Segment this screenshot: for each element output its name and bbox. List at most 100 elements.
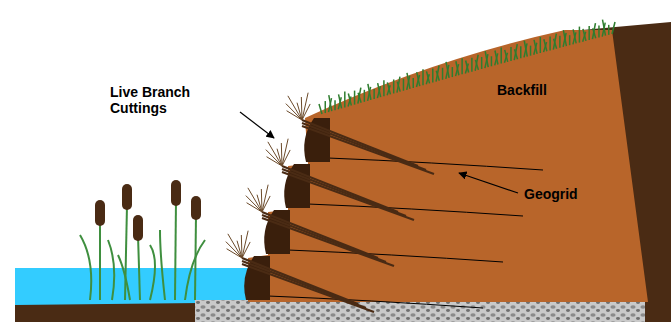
grass-blade xyxy=(495,51,498,65)
twig xyxy=(302,104,310,120)
branch-cutting xyxy=(282,166,398,212)
twig xyxy=(228,234,242,258)
branch-cutting xyxy=(242,258,358,304)
grass-blade xyxy=(592,23,595,39)
grass-blade xyxy=(500,48,502,64)
grass-blade xyxy=(524,41,527,57)
grass-blade xyxy=(583,29,586,41)
branch-cutting xyxy=(262,212,378,258)
grass-blade xyxy=(378,83,381,97)
backfill xyxy=(248,30,648,302)
grass-blade xyxy=(442,68,444,80)
leader-line xyxy=(240,112,274,138)
twig xyxy=(282,139,288,166)
grass-blade xyxy=(407,73,410,89)
branch-cutting xyxy=(282,169,406,216)
twig xyxy=(262,196,270,212)
twig xyxy=(288,96,302,120)
grass-blade xyxy=(510,47,512,61)
grass-blade xyxy=(354,91,356,105)
label: Backfill xyxy=(497,82,547,98)
grass-blade xyxy=(358,88,361,104)
grass-blade xyxy=(608,25,610,35)
gravel-base xyxy=(195,300,645,322)
grass-blade xyxy=(325,101,327,113)
grass-blade xyxy=(563,30,566,46)
grass-blade xyxy=(540,37,542,53)
grass-blade xyxy=(515,49,518,59)
grass-blade xyxy=(505,50,508,62)
twig xyxy=(261,189,263,212)
grass-blade xyxy=(514,44,517,60)
branch-cutting xyxy=(262,218,394,266)
grass-blade xyxy=(417,72,420,86)
grass-blade xyxy=(534,40,537,54)
grass-blade xyxy=(364,90,366,102)
grass-blade xyxy=(383,80,385,96)
leader-line xyxy=(459,173,518,193)
grass-blade xyxy=(598,25,600,37)
grass-blade xyxy=(387,82,390,94)
twig xyxy=(262,185,268,212)
grass-blade xyxy=(530,46,532,56)
grass-blade xyxy=(348,94,351,106)
grass-blade xyxy=(397,77,400,93)
twig xyxy=(282,150,290,166)
branch-cutting xyxy=(242,261,366,308)
twig xyxy=(302,93,308,120)
grass-blade xyxy=(559,36,561,48)
grass-blade xyxy=(544,39,547,51)
grass-blade xyxy=(485,51,488,67)
grass-blade xyxy=(554,39,557,49)
grass-blade xyxy=(412,78,414,88)
twig xyxy=(281,143,283,166)
grass-blade xyxy=(422,69,424,85)
grass-blade xyxy=(334,100,336,110)
twig xyxy=(268,142,282,166)
grass-blade xyxy=(344,91,346,107)
grass-blade xyxy=(373,89,375,99)
cattails xyxy=(80,180,205,300)
grass-blade xyxy=(475,55,478,71)
branch-cutting xyxy=(302,126,434,174)
grass-blade xyxy=(588,26,590,40)
grass-blade xyxy=(569,35,571,45)
grass-blade xyxy=(456,61,459,75)
grass-blade xyxy=(403,79,405,91)
grass-blade xyxy=(481,57,483,69)
grass-blade xyxy=(436,71,439,81)
branch-cutting xyxy=(262,215,386,262)
grass-blade xyxy=(329,95,332,111)
grass-blade xyxy=(466,61,469,73)
geogrid xyxy=(328,158,543,170)
grass-blade xyxy=(393,79,395,93)
grass-blade xyxy=(397,82,400,92)
grass-blade xyxy=(358,93,361,103)
grass-blade xyxy=(602,20,605,36)
label: Live Branch Cuttings xyxy=(110,84,222,116)
grass-blade xyxy=(452,67,454,77)
grass-blade xyxy=(612,22,615,34)
twig xyxy=(241,235,243,258)
grass-blade xyxy=(339,94,342,108)
twig xyxy=(301,97,303,120)
branch-cutting xyxy=(302,120,418,166)
grass-blade xyxy=(319,104,322,114)
grass-blade xyxy=(427,71,430,83)
grass-blade xyxy=(471,58,473,72)
grass-blade xyxy=(553,34,556,50)
grass-blade xyxy=(573,29,576,43)
geogrid xyxy=(288,250,503,262)
twig xyxy=(248,188,262,212)
branch-cutting xyxy=(302,123,426,170)
geogrid xyxy=(308,204,523,216)
grass-blade xyxy=(593,28,596,38)
twig xyxy=(242,242,250,258)
branch-cutting xyxy=(242,264,374,312)
grass-blade xyxy=(520,46,522,58)
grass-blade xyxy=(475,60,478,70)
grass-blade xyxy=(579,27,581,43)
grass-blade xyxy=(432,68,434,82)
geogrid xyxy=(268,296,483,308)
